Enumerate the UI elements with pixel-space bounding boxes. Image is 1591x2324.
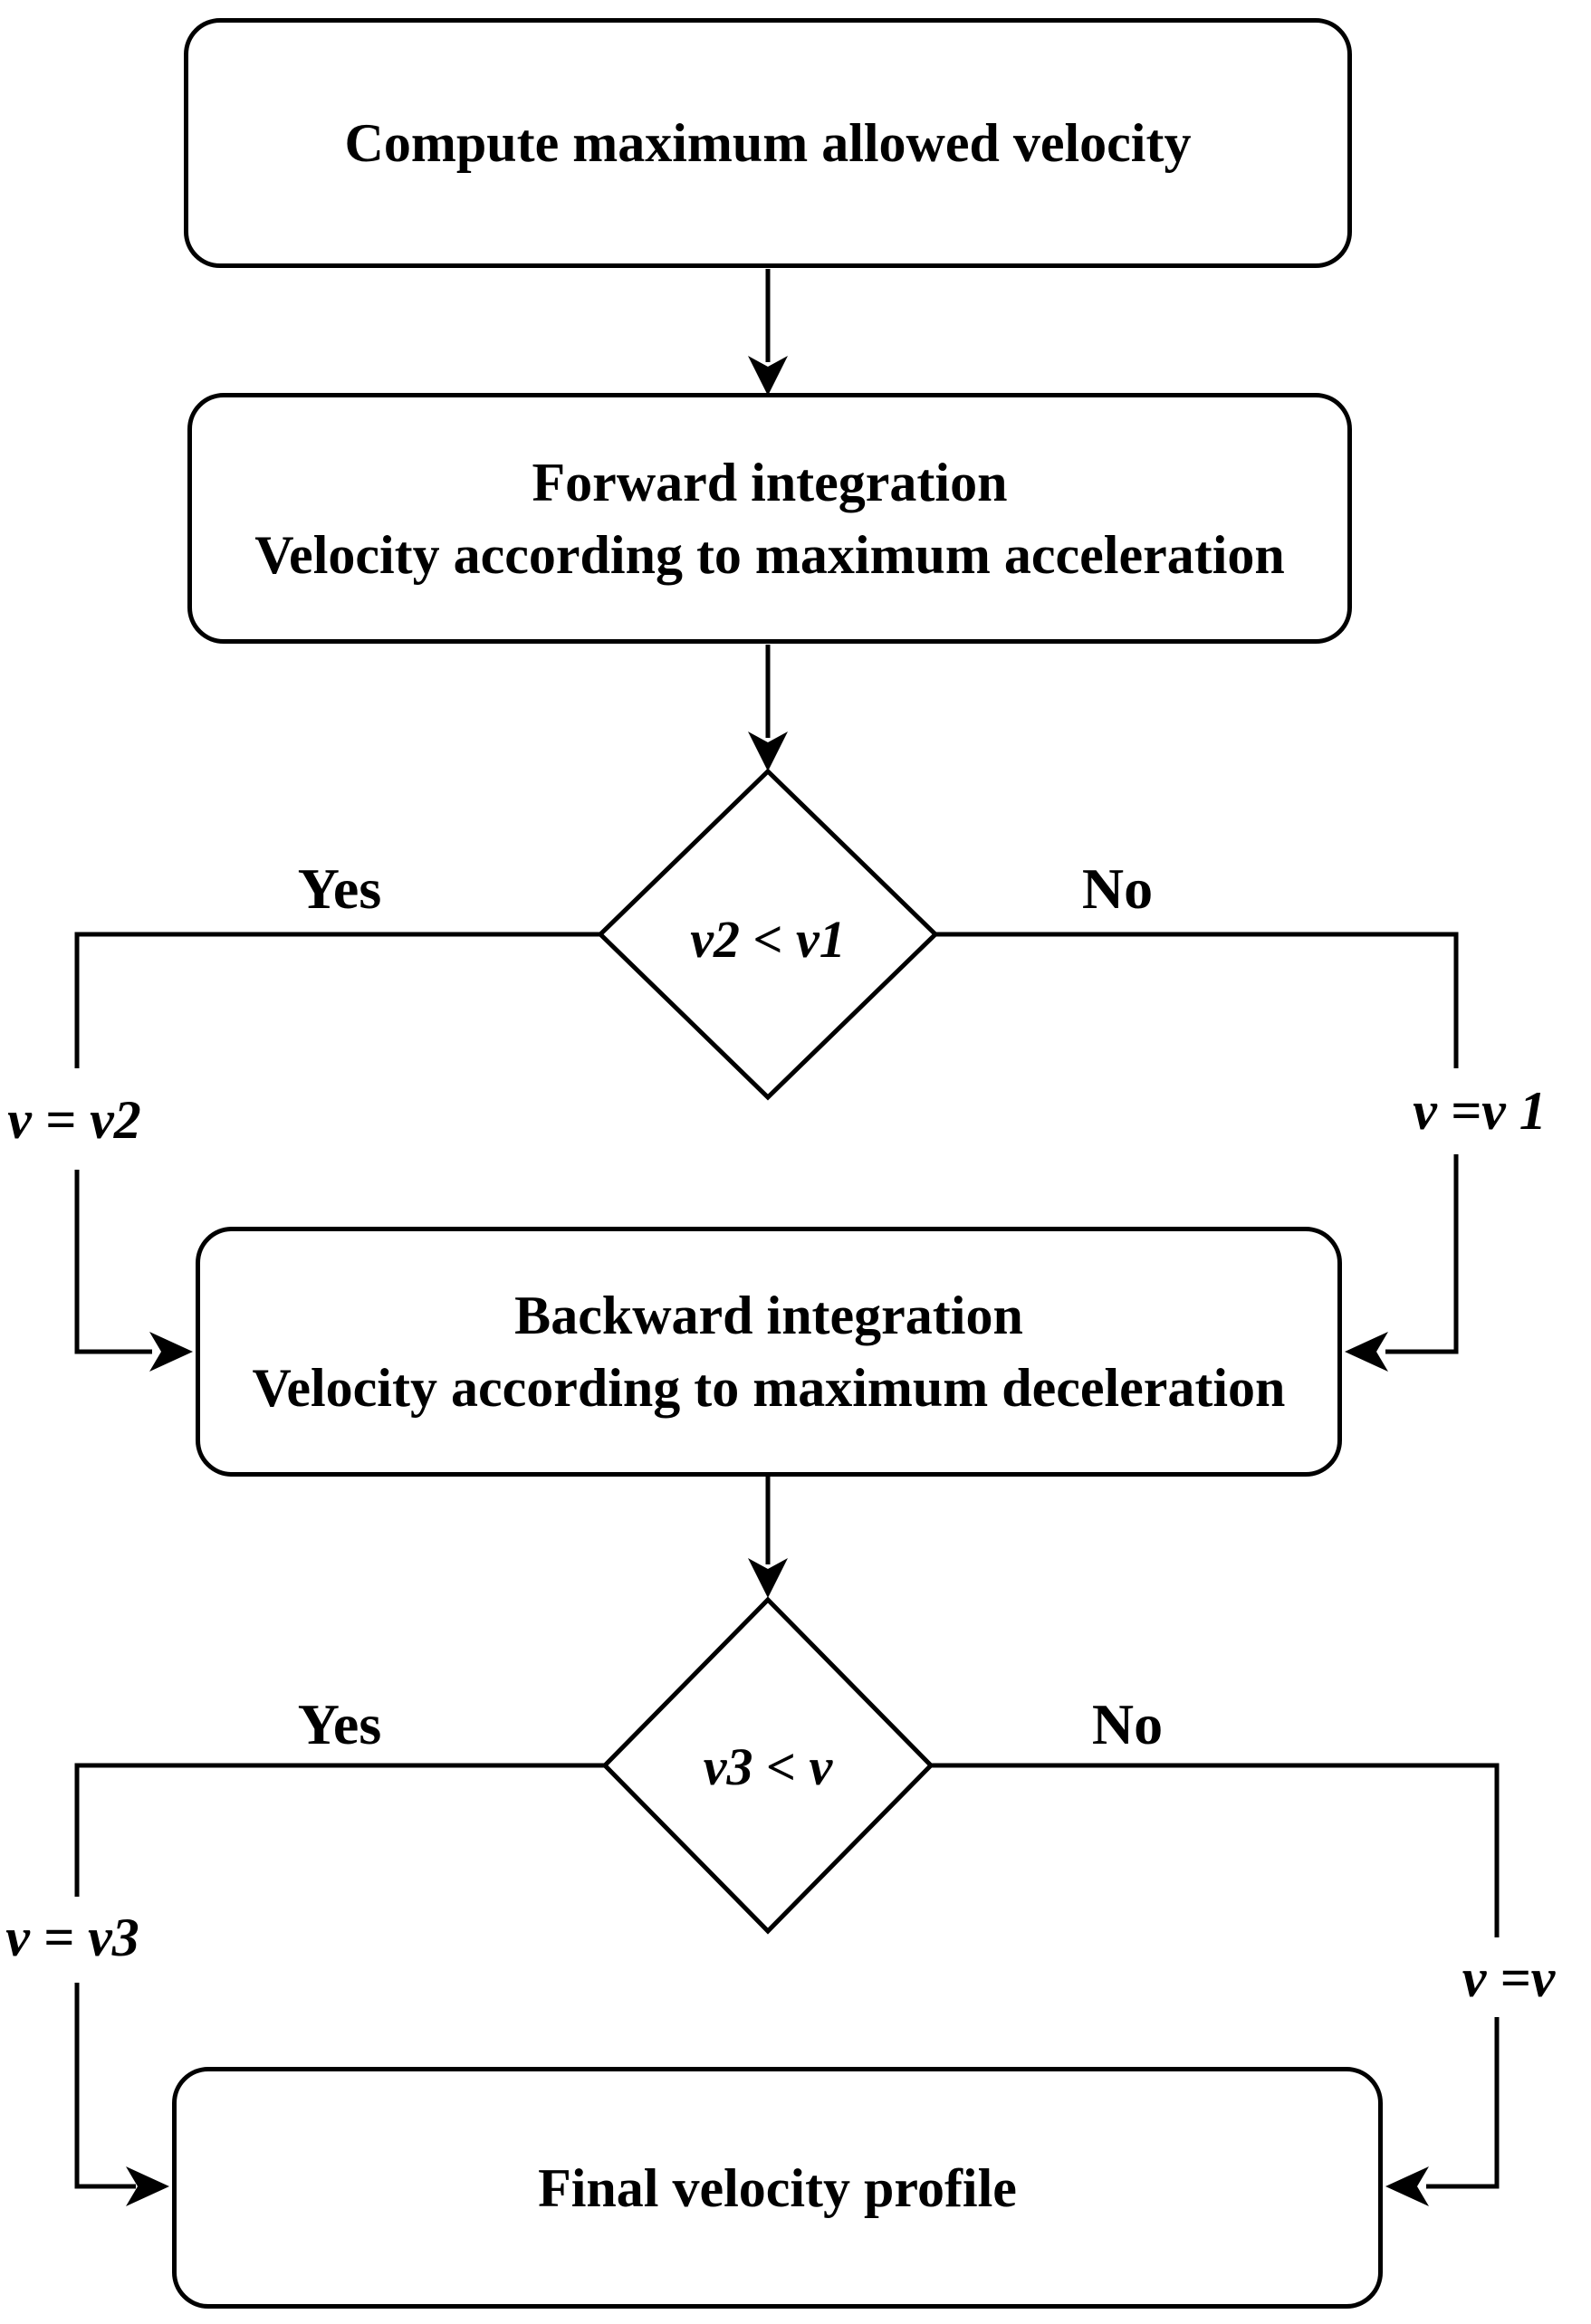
branch-decision2-no-line — [931, 1763, 1500, 2189]
process-forward-label-line2: Velocity according to maximum accelerati… — [254, 524, 1285, 585]
process-forward-integration: Forward integration Velocity according t… — [187, 393, 1352, 644]
arrowhead-decision1-no-into-backward — [1345, 1332, 1388, 1372]
decision-1-no-assignment: v =v 1 — [1409, 1084, 1550, 1138]
process-backward-integration: Backward integration Velocity according … — [196, 1227, 1342, 1477]
branch-decision1-no-line — [935, 932, 1459, 1354]
decision-2-condition: v3 < v — [703, 1737, 833, 1796]
decision-2-no-assignment: v =v — [1458, 1951, 1559, 2005]
process-backward-label-line2: Velocity according to maximum decelerati… — [252, 1358, 1286, 1418]
process-final-velocity-profile: Final velocity profile — [172, 2067, 1383, 2309]
decision-1-condition: v2 < v1 — [690, 910, 846, 969]
arrowhead-compute-to-forward — [748, 356, 788, 396]
branch-decision2-yes-line — [74, 1763, 605, 2189]
process-compute-label: Compute maximum allowed velocity — [344, 113, 1192, 173]
arrowhead-forward-to-decision1 — [748, 732, 788, 771]
branch-decision1-yes-line — [74, 932, 600, 1354]
arrowhead-decision2-yes-into-final — [126, 2166, 169, 2206]
decision-1-yes-assignment: v = v2 — [4, 1093, 145, 1147]
decision-1-yes-label: Yes — [293, 860, 386, 918]
arrowhead-decision2-no-into-final — [1385, 2166, 1429, 2206]
decision-2-yes-label: Yes — [293, 1696, 386, 1754]
process-compute-max-velocity: Compute maximum allowed velocity — [184, 18, 1352, 268]
process-forward-label-line1: Forward integration — [532, 452, 1008, 512]
decision-2-no-label: No — [1088, 1696, 1167, 1754]
process-backward-label-line1: Backward integration — [514, 1286, 1023, 1345]
decision-diamond-1-outline — [597, 768, 939, 1101]
decision-2-yes-assignment: v = v3 — [2, 1910, 143, 1965]
decision-diamond-2-outline — [601, 1596, 934, 1935]
process-final-label: Final velocity profile — [538, 2157, 1017, 2218]
arrowhead-backward-to-decision2 — [748, 1558, 788, 1598]
arrowhead-decision1-yes-into-backward — [149, 1332, 193, 1372]
decision-1-no-label: No — [1078, 860, 1157, 918]
